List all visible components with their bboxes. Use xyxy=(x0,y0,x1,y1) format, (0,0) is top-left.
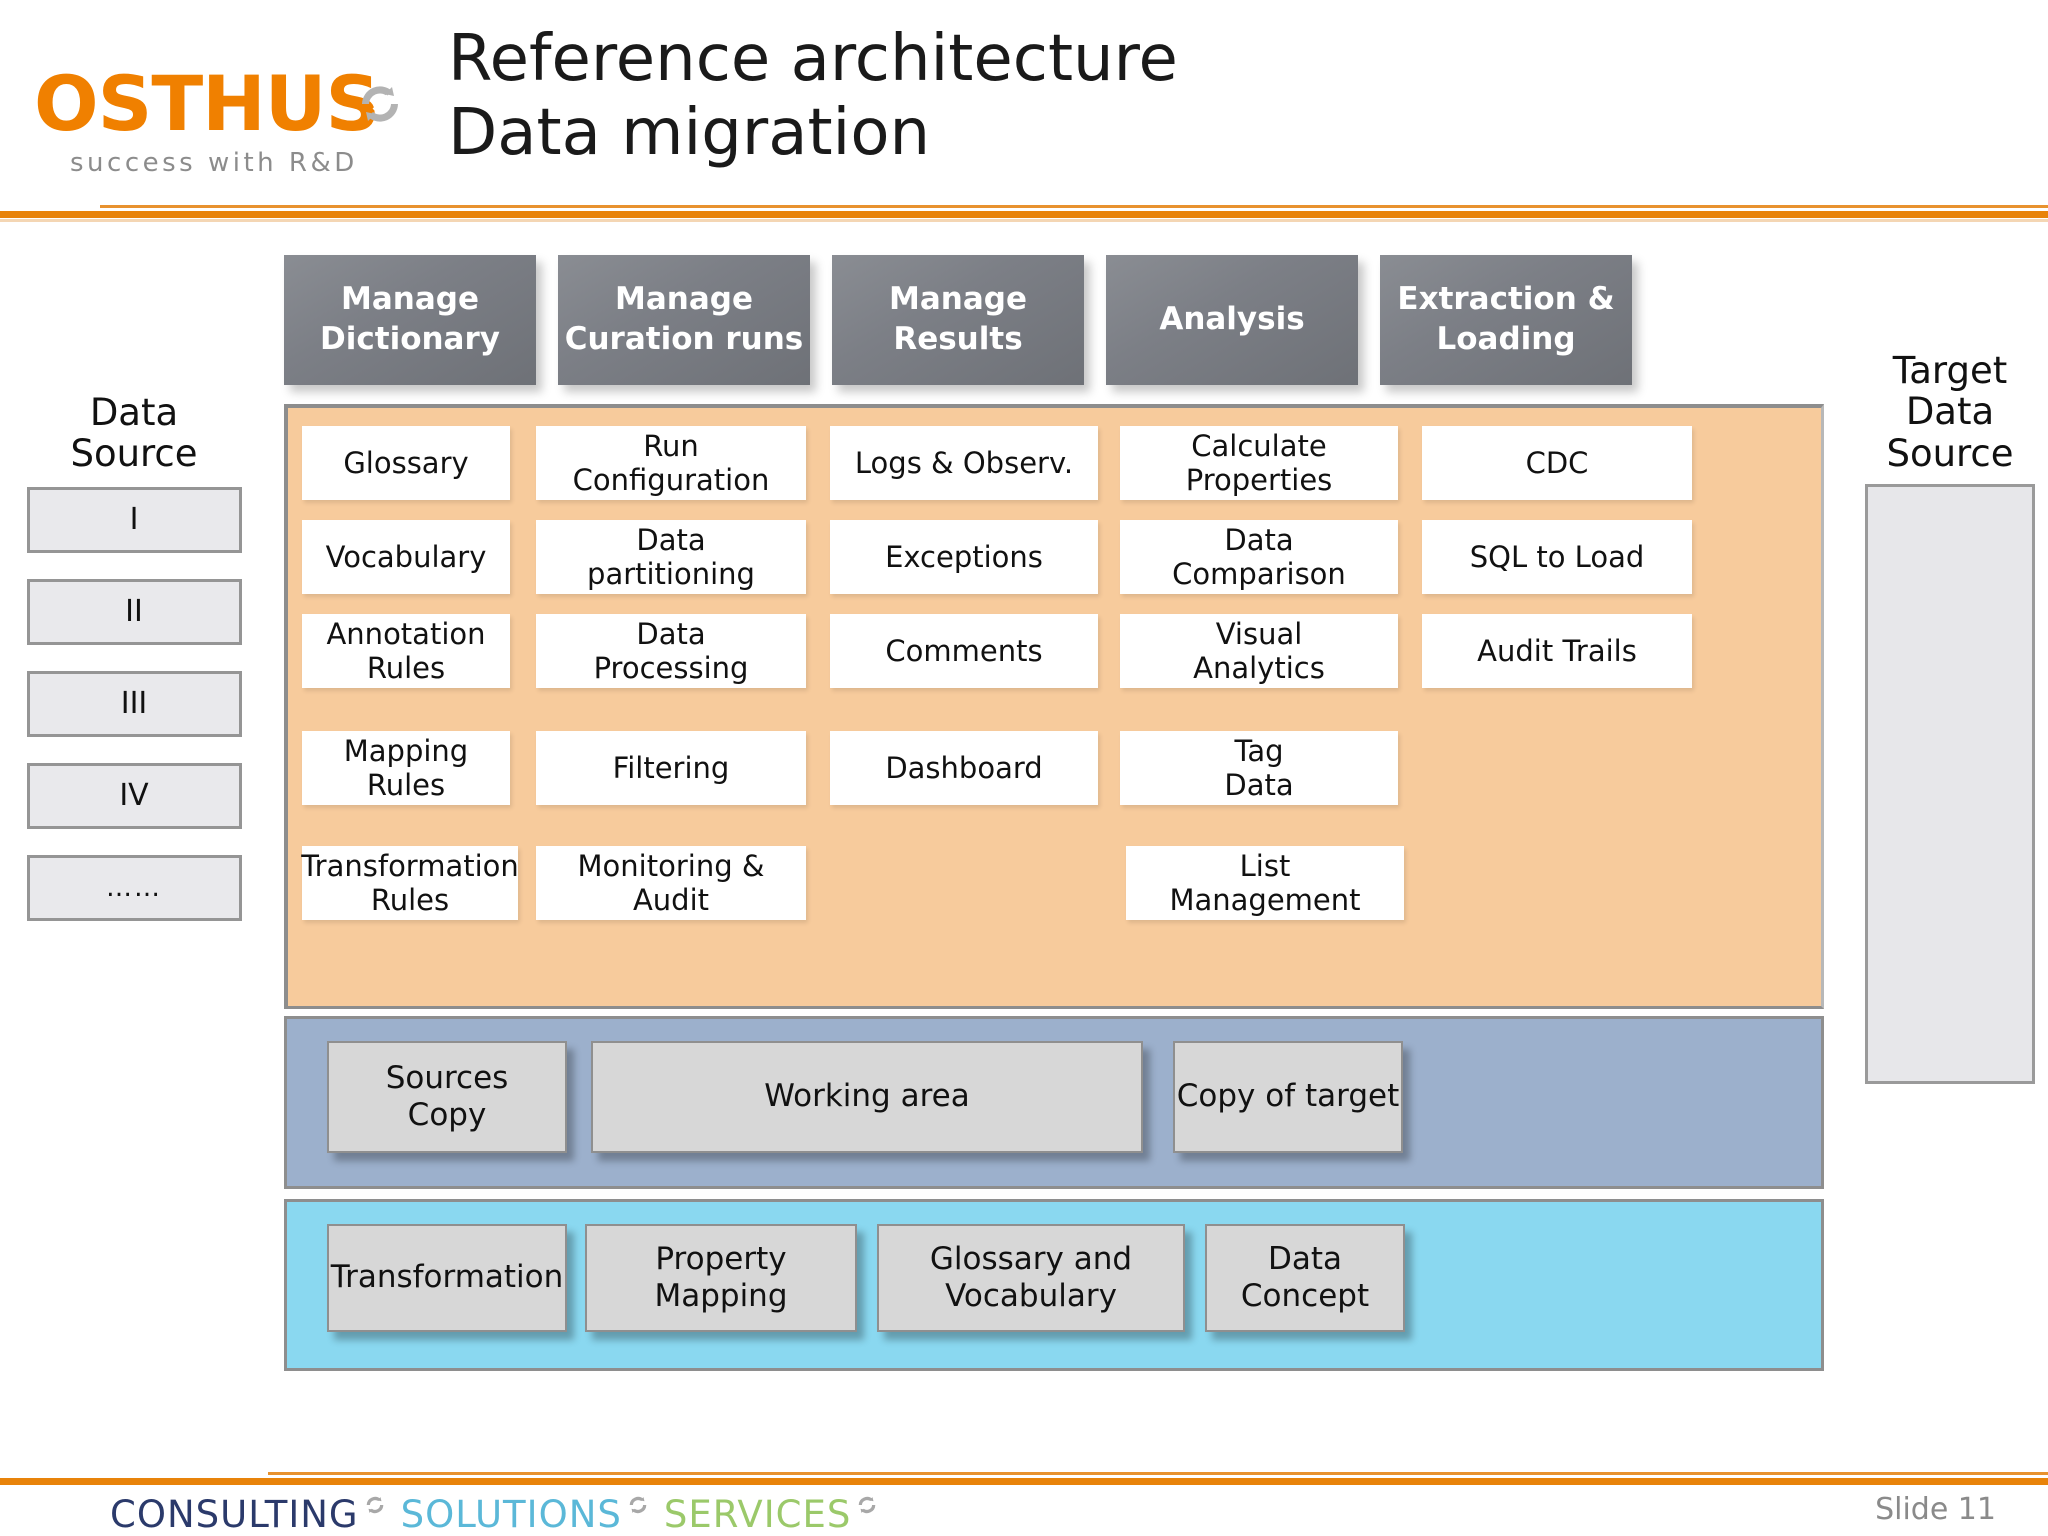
function-sql-to-load[interactable]: SQL to Load xyxy=(1422,520,1692,594)
target-data-source-box[interactable] xyxy=(1865,484,2035,1085)
footer-brand: CONSULTING SOLUTIONS SERVICES xyxy=(110,1492,893,1536)
storage-working-area[interactable]: Working area xyxy=(591,1041,1143,1153)
category-manage-results[interactable]: Manage Results xyxy=(832,255,1084,385)
function-filtering[interactable]: Filtering xyxy=(536,731,806,805)
function-monitoring-audit[interactable]: Monitoring & Audit xyxy=(536,846,806,920)
concept-property-mapping[interactable]: Property Mapping xyxy=(585,1224,857,1332)
concept-layer-panel: Transformation Property Mapping Glossary… xyxy=(284,1199,1824,1371)
function-run-configuration[interactable]: Run Configuration xyxy=(536,426,806,500)
category-analysis[interactable]: Analysis xyxy=(1106,255,1358,385)
refresh-swirl-icon xyxy=(362,86,398,122)
functions-panel: Glossary Vocabulary Annotation Rules Map… xyxy=(284,404,1824,1009)
function-comments[interactable]: Comments xyxy=(830,614,1098,688)
function-data-comparison[interactable]: Data Comparison xyxy=(1120,520,1398,594)
target-data-source-title: Target Data Source xyxy=(1886,349,2014,475)
footer-divider-thin xyxy=(268,1472,2048,1475)
function-transformation-rules[interactable]: Transformation Rules xyxy=(301,846,519,920)
function-tag-data[interactable]: Tag Data xyxy=(1120,731,1398,805)
logo-tagline: success with R&D xyxy=(70,148,358,178)
footer-divider-thick xyxy=(0,1478,2048,1485)
data-source-item-2[interactable]: II xyxy=(26,578,242,645)
function-mapping-rules[interactable]: Mapping Rules xyxy=(302,731,510,805)
data-source-item-more[interactable]: …… xyxy=(26,854,242,921)
slide-header: OSTHUS success with R&D Reference archit… xyxy=(0,0,2048,222)
concept-transformation[interactable]: Transformation xyxy=(327,1224,567,1332)
data-source-title: Data Source xyxy=(70,391,198,476)
data-source-item-4[interactable]: IV xyxy=(26,762,242,829)
target-data-source-column: Target Data Source xyxy=(1862,349,2038,1085)
slide-number: Slide 11 xyxy=(1875,1492,1996,1527)
function-exceptions[interactable]: Exceptions xyxy=(830,520,1098,594)
function-calculate-properties[interactable]: Calculate Properties xyxy=(1120,426,1398,500)
header-divider-pale xyxy=(0,219,2048,222)
function-annotation-rules[interactable]: Annotation Rules xyxy=(302,614,510,688)
concept-data-concept[interactable]: Data Concept xyxy=(1205,1224,1405,1332)
data-source-column: Data Source I II III IV …… xyxy=(14,392,254,947)
function-visual-analytics[interactable]: Visual Analytics xyxy=(1120,614,1398,688)
storage-copy-of-target[interactable]: Copy of target xyxy=(1173,1041,1403,1153)
storage-layer-panel: Sources Copy Working area Copy of target xyxy=(284,1016,1824,1189)
header-divider-thin xyxy=(100,205,2048,208)
brand-word-solutions: SOLUTIONS xyxy=(400,1492,622,1536)
brand-word-services: SERVICES xyxy=(663,1492,852,1536)
function-cdc[interactable]: CDC xyxy=(1422,426,1692,500)
category-extraction-loading[interactable]: Extraction & Loading xyxy=(1380,255,1632,385)
page-title: Reference architecture Data migration xyxy=(448,22,1178,171)
function-glossary[interactable]: Glossary xyxy=(302,426,510,500)
data-source-item-1[interactable]: I xyxy=(26,486,242,553)
data-source-item-3[interactable]: III xyxy=(26,670,242,737)
category-manage-curation-runs[interactable]: Manage Curation runs xyxy=(558,255,810,385)
concept-glossary-and-vocabulary[interactable]: Glossary and Vocabulary xyxy=(877,1224,1185,1332)
function-vocabulary[interactable]: Vocabulary xyxy=(302,520,510,594)
function-dashboard[interactable]: Dashboard xyxy=(830,731,1098,805)
brand-word-consulting: CONSULTING xyxy=(110,1492,359,1536)
function-data-processing[interactable]: Data Processing xyxy=(536,614,806,688)
category-manage-dictionary[interactable]: Manage Dictionary xyxy=(284,255,536,385)
function-data-partitioning[interactable]: Data partitioning xyxy=(536,520,806,594)
function-audit-trails[interactable]: Audit Trails xyxy=(1422,614,1692,688)
function-list-management[interactable]: List Management xyxy=(1126,846,1404,920)
refresh-swirl-icon-solutions xyxy=(629,1496,647,1514)
header-divider-thick xyxy=(0,211,2048,218)
function-logs-observ[interactable]: Logs & Observ. xyxy=(830,426,1098,500)
category-bar: Manage Dictionary Manage Curation runs M… xyxy=(284,255,1824,393)
osthus-logo: OSTHUS success with R&D xyxy=(34,48,398,188)
refresh-swirl-icon-consulting xyxy=(366,1496,383,1514)
refresh-swirl-icon-services xyxy=(859,1496,876,1514)
logo-wordmark: OSTHUS xyxy=(34,59,380,148)
storage-sources-copy[interactable]: Sources Copy xyxy=(327,1041,567,1153)
